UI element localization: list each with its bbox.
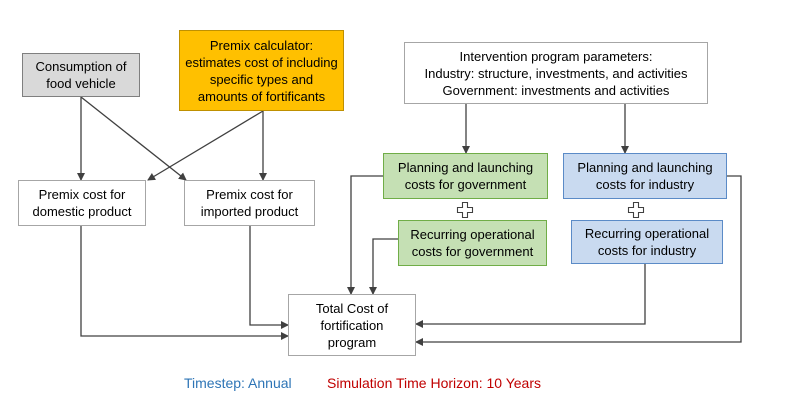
premix-calculator-node: Premix calculator: estimates cost of inc… xyxy=(179,30,344,111)
premix-imported-node: Premix cost for imported product xyxy=(184,180,315,226)
gov-recurring-node: Recurring operational costs for governme… xyxy=(398,220,547,266)
arrow-gov-recurring-to-total xyxy=(369,238,398,295)
total-cost-node: Total Cost of fortification program xyxy=(288,294,416,356)
simulation-horizon-label: Simulation Time Horizon: 10 Years xyxy=(327,375,541,391)
gov-planning-label: Planning and launching costs for governm… xyxy=(397,160,534,192)
consumption-label: Consumption of food vehicle xyxy=(35,59,127,91)
gov-recurring-label: Recurring operational costs for governme… xyxy=(410,227,535,259)
timestep-label: Timestep: Annual xyxy=(184,375,292,391)
arrow-ind-planning-to-total xyxy=(415,175,742,346)
gov-planning-node: Planning and launching costs for governm… xyxy=(383,153,548,199)
consumption-node: Consumption of food vehicle xyxy=(22,53,140,97)
arrow-domestic-to-total xyxy=(80,226,289,340)
plus-icon xyxy=(456,201,474,219)
ind-planning-label: Planning and launching costs for industr… xyxy=(577,160,713,192)
ind-recurring-node: Recurring operational costs for industry xyxy=(571,220,723,264)
arrow-gov-planning-to-total xyxy=(347,175,383,295)
arrow-imported-to-total xyxy=(249,226,289,329)
premix-imported-label: Premix cost for imported product xyxy=(200,187,299,219)
ind-planning-node: Planning and launching costs for industr… xyxy=(563,153,727,199)
premix-calculator-label: Premix calculator: estimates cost of inc… xyxy=(185,37,338,104)
plus-icon xyxy=(627,201,645,219)
arrow-ind-recurring-to-total xyxy=(415,264,646,328)
total-cost-label: Total Cost of fortification program xyxy=(315,300,389,350)
ind-recurring-label: Recurring operational costs for industry xyxy=(584,226,710,258)
arrow-consumption-to-imported xyxy=(80,96,187,181)
premix-domestic-label: Premix cost for domestic product xyxy=(32,187,132,219)
intervention-parameters-label: Intervention program parameters: Industr… xyxy=(424,48,688,98)
arrow-calculator-to-domestic xyxy=(147,110,264,181)
premix-domestic-node: Premix cost for domestic product xyxy=(18,180,146,226)
intervention-parameters-node: Intervention program parameters: Industr… xyxy=(404,42,708,104)
